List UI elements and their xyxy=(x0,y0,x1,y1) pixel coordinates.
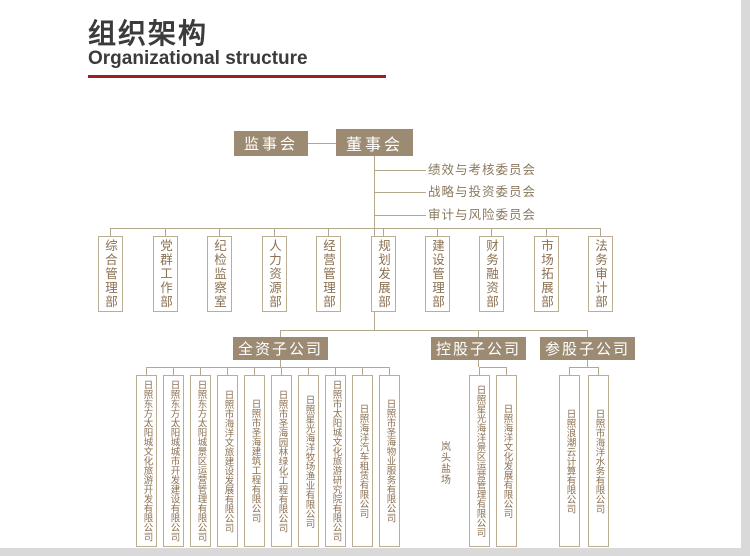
department-box: 法务审计部 xyxy=(588,236,613,312)
company-box: 日照海洋汽车租赁有限公司 xyxy=(352,375,373,547)
connector-line xyxy=(479,367,507,368)
committee-label: 绩效与考核委员会 xyxy=(428,163,537,177)
connector-line xyxy=(375,170,426,171)
connector-line xyxy=(328,228,329,236)
connector-line xyxy=(219,228,220,236)
connector-line xyxy=(437,228,438,236)
group-header-wholly-owned: 全资子公司 xyxy=(233,337,328,360)
page-edge-right xyxy=(741,0,750,556)
department-box: 经营管理部 xyxy=(316,236,341,312)
connector-line xyxy=(254,367,255,375)
company-box: 日照星光海洋牧场渔业有限公司 xyxy=(298,375,319,547)
connector-line xyxy=(546,228,547,236)
company-box: 日照东方太阳城景区运营管理有限公司 xyxy=(190,375,211,547)
connector-line xyxy=(281,367,282,375)
connector-line xyxy=(491,228,492,236)
department-box: 市场拓展部 xyxy=(534,236,559,312)
title-underline xyxy=(88,75,386,78)
department-box: 人力资源部 xyxy=(262,236,287,312)
department-box: 财务融资部 xyxy=(479,236,504,312)
company-box: 日照东方太阳城文化旅游开发有限公司 xyxy=(136,375,157,547)
connector-line xyxy=(375,192,426,193)
connector-line xyxy=(227,367,228,375)
connector-line xyxy=(362,367,363,375)
board-of-directors-box: 董事会 xyxy=(336,129,413,156)
connector-line xyxy=(598,367,599,375)
company-box: 日照市海洋水务有限公司 xyxy=(588,375,609,547)
connector-line xyxy=(569,367,570,375)
connector-line xyxy=(478,330,479,337)
page-title: 组织架构 xyxy=(88,18,209,49)
committee-label: 战略与投资委员会 xyxy=(428,185,537,199)
connector-line xyxy=(389,367,390,375)
connector-line xyxy=(569,367,599,368)
page-subtitle: Organizational structure xyxy=(88,48,308,69)
connector-line xyxy=(375,215,426,216)
connector-line xyxy=(280,330,588,331)
connector-line xyxy=(280,330,281,337)
connector-line xyxy=(383,228,384,236)
connector-line xyxy=(506,367,507,375)
connector-line xyxy=(165,228,166,236)
department-box: 规划发展部 xyxy=(371,236,396,312)
connector-line xyxy=(274,228,275,236)
connector-line xyxy=(280,360,281,367)
supervisory-board-box: 监事会 xyxy=(234,131,308,156)
connector-line xyxy=(110,228,601,229)
company-box: 日照星光海洋景区运营管理有限公司 xyxy=(469,375,490,547)
department-box: 纪检监察室 xyxy=(207,236,232,312)
company-label-plain: 岚头盐场 xyxy=(438,441,450,485)
connector-line xyxy=(600,228,601,236)
company-box: 日照浪潮云计算有限公司 xyxy=(559,375,580,547)
company-box: 日照市圣海园林绿化工程有限公司 xyxy=(271,375,292,547)
connector-line xyxy=(587,360,588,367)
group-header-holding: 控股子公司 xyxy=(431,337,526,360)
connector-line xyxy=(587,330,588,337)
connector-line xyxy=(335,367,336,375)
connector-line xyxy=(146,367,147,375)
company-box: 日照东方太阳城城市开发建设有限公司 xyxy=(163,375,184,547)
group-header-participating: 参股子公司 xyxy=(540,337,635,360)
department-box: 综合管理部 xyxy=(98,236,123,312)
connector-line xyxy=(110,228,111,236)
company-box: 日照市太阳城文化旅游研究院有限公司 xyxy=(325,375,346,547)
connector-line xyxy=(146,367,390,368)
connector-line xyxy=(308,367,309,375)
connector-line xyxy=(479,367,480,375)
committee-label: 审计与风险委员会 xyxy=(428,208,537,222)
page-edge-bottom xyxy=(0,548,741,556)
company-box: 日照海洋文化发展有限公司 xyxy=(496,375,517,547)
company-box: 日照市海洋文旅建设发展有限公司 xyxy=(217,375,238,547)
department-box: 党群工作部 xyxy=(153,236,178,312)
company-box: 日照市圣海建筑工程有限公司 xyxy=(244,375,265,547)
department-box: 建设管理部 xyxy=(425,236,450,312)
connector-line xyxy=(478,360,479,367)
connector-line xyxy=(173,367,174,375)
connector-line xyxy=(200,367,201,375)
company-box: 日照市圣海物业服务有限公司 xyxy=(379,375,400,547)
connector-line xyxy=(308,143,336,144)
